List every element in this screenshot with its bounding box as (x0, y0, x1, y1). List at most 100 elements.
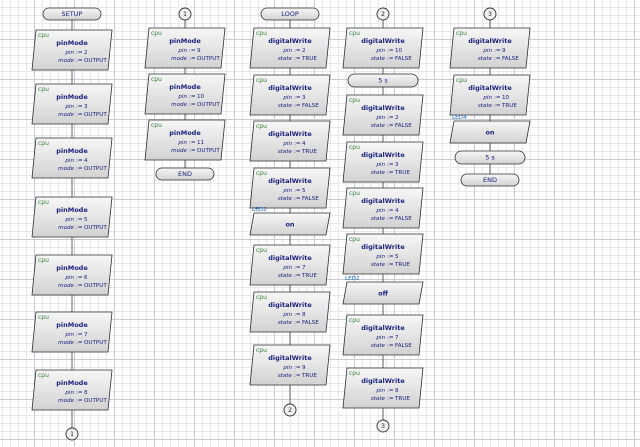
connector-circle[interactable]: 3 (483, 7, 497, 21)
param-value: OUTPUT (84, 398, 107, 404)
start-terminal[interactable]: SETUP (42, 7, 102, 21)
connector-shape (376, 419, 390, 433)
assign-op: := (387, 162, 394, 168)
param-value: OUTPUT (197, 56, 220, 62)
param-name: mode (58, 398, 74, 404)
function-name: digitalWrite (268, 354, 312, 362)
end-terminal[interactable]: END (460, 173, 520, 187)
param-name: mode (58, 112, 74, 118)
block-shape (249, 27, 331, 69)
connector-circle[interactable]: 1 (178, 7, 192, 21)
param-value: OUTPUT (84, 166, 107, 172)
param-name: pin (375, 208, 385, 214)
block-owner-label: cpu (256, 170, 267, 177)
block-shape (342, 27, 424, 69)
block-shape (31, 196, 113, 238)
assign-op: := (387, 115, 394, 121)
block-owner-label: cpu (38, 372, 49, 379)
terminal-shape (155, 167, 215, 181)
param-name: pin (482, 48, 492, 54)
connector-label: 1 (183, 11, 187, 18)
block-shape (31, 29, 113, 71)
param-value: TRUE (394, 396, 410, 402)
block-shape (342, 314, 424, 356)
assign-op: := (494, 56, 501, 62)
param-value: 4 (395, 208, 399, 214)
param-value: 7 (84, 332, 88, 338)
assign-op: := (76, 283, 83, 289)
connector-circle[interactable]: 3 (376, 419, 390, 433)
block-shape (342, 187, 424, 229)
block-owner-label: cpu (256, 30, 267, 37)
param-name: state (371, 170, 386, 176)
block-owner-label: cpu (349, 144, 360, 151)
param-value: FALSE (302, 103, 319, 109)
assign-op: := (387, 396, 394, 402)
connector-circle[interactable]: 1 (65, 427, 79, 441)
param-name: pin (64, 390, 74, 396)
start-terminal[interactable]: LOOP (260, 7, 320, 21)
function-name: pinMode (56, 206, 88, 214)
param-name: state (278, 320, 293, 326)
assign-op: := (76, 217, 83, 223)
assign-op: := (387, 343, 394, 349)
terminal-label: END (178, 170, 192, 178)
param-name: pin (375, 388, 385, 394)
assign-op: := (294, 103, 301, 109)
assign-op: := (76, 332, 83, 338)
param-name: pin (177, 94, 187, 100)
connector-shape (483, 7, 497, 21)
assign-op: := (76, 58, 83, 64)
param-name: state (278, 56, 293, 62)
block-shape (31, 83, 113, 125)
connector-circle[interactable]: 2 (283, 403, 297, 417)
function-name: digitalWrite (268, 37, 312, 45)
function-name: pinMode (56, 39, 88, 47)
function-name: digitalWrite (468, 84, 512, 92)
block-owner-label: cpu (38, 86, 49, 93)
connector-label: 3 (488, 11, 492, 18)
param-name: pin (282, 365, 292, 371)
param-value: 2 (302, 48, 306, 54)
delay-block[interactable]: 5 s (347, 73, 419, 88)
delay-block[interactable]: 5 s (454, 150, 526, 165)
param-value: 7 (395, 335, 399, 341)
assign-op: := (294, 273, 301, 279)
io-owner-label: LED2 (345, 276, 360, 282)
param-value: TRUE (301, 149, 317, 155)
connector-circle[interactable]: 2 (376, 7, 390, 21)
param-name: state (371, 56, 386, 62)
param-name: pin (282, 188, 292, 194)
end-terminal[interactable]: END (155, 167, 215, 181)
param-value: 2 (395, 115, 399, 121)
